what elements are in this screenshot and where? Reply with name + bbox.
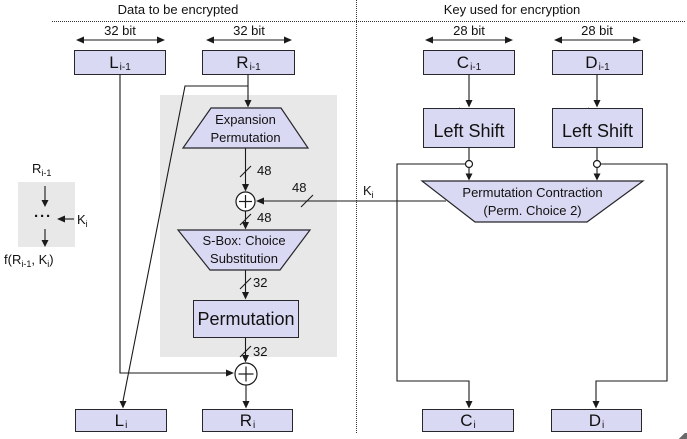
- legend-output-sub2: i: [47, 259, 50, 269]
- legend-input-label: Ri-1: [32, 161, 52, 178]
- register-subscript: i: [602, 420, 605, 431]
- wire-label-perm-out-32: 32: [253, 344, 268, 359]
- register-subscript: i: [473, 420, 476, 431]
- register-label: R: [239, 410, 253, 430]
- permuted-choice2-text: Permutation Contraction (Perm. Choice 2): [422, 184, 643, 219]
- legend-key-main: K: [77, 212, 86, 227]
- wire-lines: [44, 39, 668, 402]
- wire-label-ep-out-48: 48: [257, 163, 272, 178]
- wire-label-xor-out-48: 48: [257, 210, 272, 225]
- legend-panel: [18, 182, 75, 247]
- register-subscript: i-1: [470, 62, 482, 73]
- left-shift-c-box: Left Shift: [423, 108, 515, 148]
- register-label: L: [114, 410, 125, 430]
- wire-label-key-in-48: 48: [292, 180, 307, 195]
- legend-key-subscript: i: [85, 219, 88, 229]
- left-shift-label: Left Shift: [433, 121, 505, 141]
- wire-label-ki: Ki: [363, 183, 374, 200]
- permutation-box: Permutation: [193, 300, 299, 338]
- register-label: L: [109, 52, 119, 72]
- expansion-permutation-text: Expansion Permutation: [183, 111, 308, 146]
- trap-line2: Substitution: [210, 250, 278, 266]
- legend-dots: ···: [34, 208, 52, 225]
- legend-output-sub1: i-1: [21, 259, 32, 269]
- legend-output-p2: , K: [31, 252, 48, 267]
- expansion-permutation-shape: [181, 107, 310, 149]
- legend-input-main: R: [32, 161, 42, 176]
- data-key-divider-line: [356, 0, 357, 433]
- register-subscript: i-1: [598, 62, 610, 73]
- register-label: R: [236, 52, 249, 72]
- register-subscript: i-1: [119, 62, 131, 73]
- branch-node-d: [592, 159, 602, 169]
- bitwidth-label-d: 28 bit: [581, 23, 613, 38]
- register-label: C: [460, 410, 473, 430]
- trap-line1: S-Box: Choice: [202, 233, 286, 248]
- corner-artifact: [677, 433, 687, 439]
- section-title-key: Key used for encryption: [443, 2, 581, 17]
- trap-line1: Permutation Contraction: [462, 185, 603, 200]
- trap-line2: Permutation: [210, 129, 281, 145]
- trap-line1: Expansion: [215, 112, 276, 127]
- sbox-text: S-Box: Choice Substitution: [178, 232, 310, 267]
- legend-key-label: Ki: [77, 212, 88, 229]
- legend-output-p1: f(R: [4, 252, 22, 267]
- wire-label-sbox-out-32: 32: [253, 275, 268, 290]
- legend-output-label: f(Ri-1, Ki): [4, 252, 54, 269]
- register-subscript: i-1: [249, 62, 261, 73]
- trap-line2: (Perm. Choice 2): [483, 202, 582, 218]
- ki-subscript: i: [371, 190, 374, 200]
- register-label: D: [585, 52, 598, 72]
- branch-node-c: [464, 159, 474, 169]
- bitwidth-label-c: 28 bit: [453, 23, 485, 38]
- permuted-choice2-shape: [420, 180, 645, 223]
- register-subscript: i: [125, 420, 128, 431]
- legend-output-p3: ): [49, 252, 54, 267]
- bitwidth-label-r: 32 bit: [233, 23, 265, 38]
- left-shift-d-box: Left Shift: [552, 108, 643, 148]
- permutation-label: Permutation: [197, 308, 295, 329]
- ki-main: K: [363, 183, 372, 198]
- header-divider-line: [52, 21, 685, 22]
- legend-input-subscript: i-1: [41, 168, 52, 178]
- bitwidth-label-l: 32 bit: [104, 23, 136, 38]
- left-shift-label: Left Shift: [561, 121, 634, 141]
- sbox-shape: [176, 229, 312, 271]
- register-label: D: [588, 410, 602, 430]
- section-title-data: Data to be encrypted: [117, 2, 239, 17]
- register-subscript: i: [253, 420, 256, 431]
- register-label: C: [456, 52, 470, 72]
